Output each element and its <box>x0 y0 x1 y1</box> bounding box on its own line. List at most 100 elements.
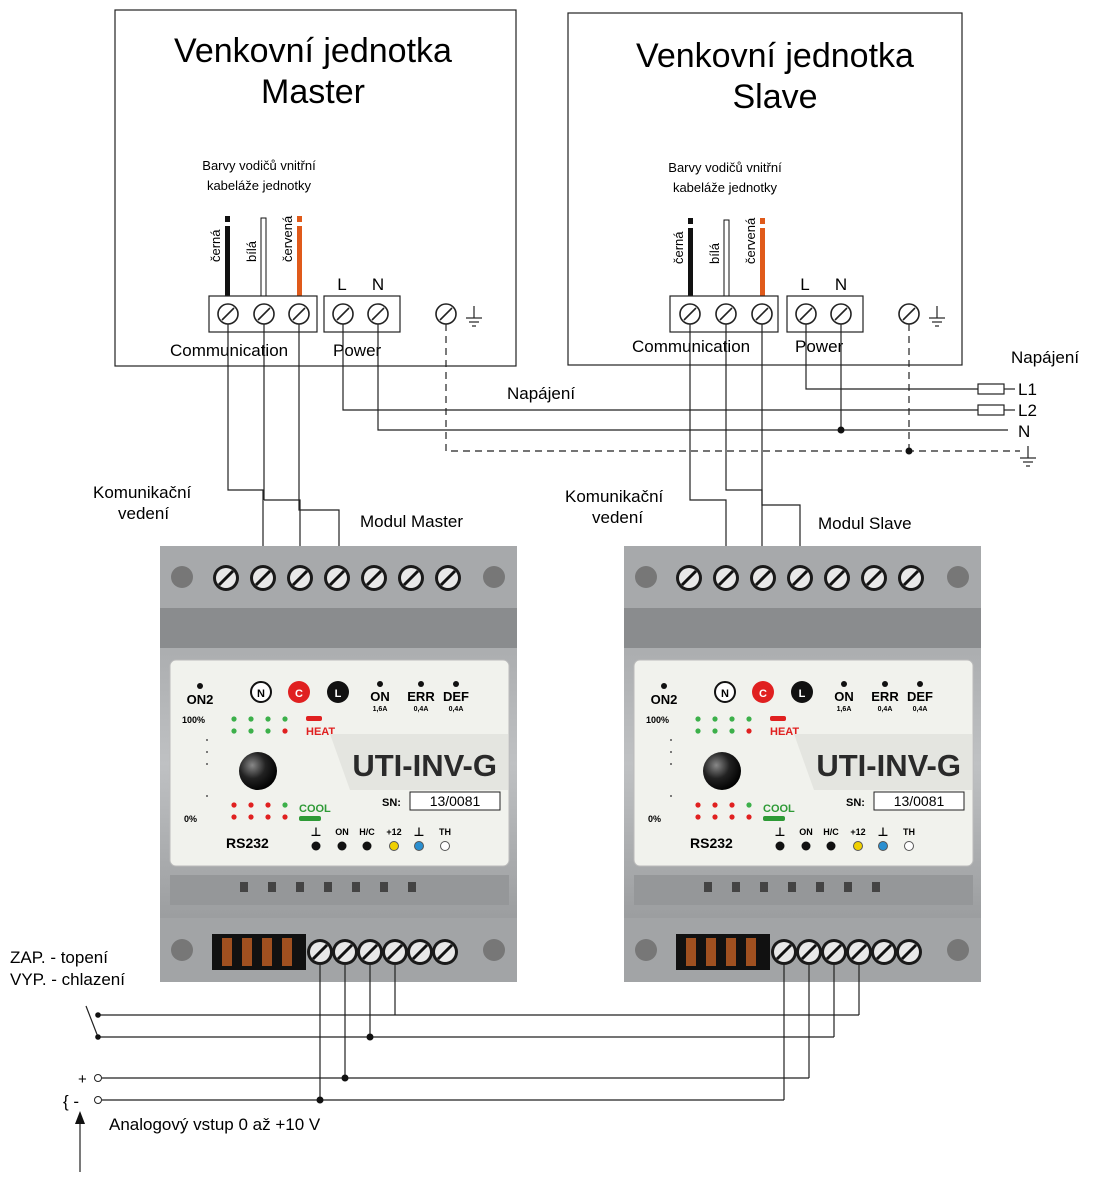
master-term-12: +12 <box>386 827 401 837</box>
master-power-label: Power <box>333 341 382 360</box>
junction-earth <box>905 447 913 455</box>
analog-minus-terminal <box>94 1096 102 1104</box>
slave-label-0: 0% <box>648 814 661 824</box>
master-term-hc: H/C <box>359 827 375 837</box>
slave-sn-label: SN: <box>846 797 865 809</box>
slave-title-1: Venkovní jednotka <box>636 37 914 75</box>
fuse-L1 <box>977 383 1005 395</box>
slave-label-n: N <box>721 688 729 700</box>
comm-label-master-1: Komunikační <box>93 483 192 502</box>
master-term-gnd1: ⊥ <box>311 825 322 839</box>
master-label-n: N <box>257 688 265 700</box>
slave-term-gnd1: ⊥ <box>775 825 786 839</box>
master-label-heat: HEAT <box>306 726 335 738</box>
master-earth-icon <box>466 306 482 327</box>
master-sn-label: SN: <box>382 797 401 809</box>
slave-label-def-sub: 0,4A <box>913 706 928 713</box>
slave-communication-label: Communication <box>632 337 750 356</box>
slave-term-on: ON <box>799 827 813 837</box>
master-wire-black-label: černá <box>208 229 223 262</box>
supply-title: Napájení <box>1011 348 1079 367</box>
master-wire-red-label: červená <box>280 215 295 262</box>
control-wires <box>85 962 860 1101</box>
analog-input-label: Analogový vstup 0 až +10 V <box>109 1115 321 1134</box>
master-label-err: ERR <box>407 689 435 704</box>
master-label-0: 0% <box>184 814 197 824</box>
slave-label-def: DEF <box>907 689 933 704</box>
slave-label-err: ERR <box>871 689 899 704</box>
slave-label-on-sub: 1,6A <box>837 706 852 713</box>
analog-plus-label: + <box>78 1071 87 1088</box>
master-terminal-N: N <box>372 275 384 294</box>
slave-wire-red <box>760 218 765 300</box>
slave-term-12: +12 <box>850 827 865 837</box>
master-label-on-sub: 1,6A <box>373 706 388 713</box>
master-label-100: 100% <box>182 715 205 725</box>
master-knob[interactable] <box>239 752 277 790</box>
slave-sn-value: 13/0081 <box>894 793 945 809</box>
slave-power-label: Power <box>795 337 844 356</box>
fuse-L2 <box>977 404 1005 416</box>
master-wire-white-label: bílá <box>244 240 259 262</box>
slave-wire-white-label: bílá <box>707 242 722 264</box>
slave-model: UTI-INV-G <box>816 748 961 783</box>
slave-label-c: C <box>759 688 767 700</box>
master-title-2: Master <box>261 73 365 111</box>
master-communication-label: Communication <box>170 341 288 360</box>
master-term-th: TH <box>439 827 451 837</box>
switch-label-1: ZAP. - topení <box>10 948 108 967</box>
master-rs232: RS232 <box>226 835 269 851</box>
comm-label-master-2: vedení <box>118 504 169 523</box>
slave-earth-icon <box>929 306 945 327</box>
comm-label-slave-1: Komunikační <box>565 487 664 506</box>
earth-wires <box>445 324 1020 452</box>
master-model: UTI-INV-G <box>352 748 497 783</box>
analog-plus-terminal <box>94 1074 102 1082</box>
master-wire-colors-2: kabeláže jednotky <box>207 178 312 193</box>
master-sn-value: 13/0081 <box>430 793 481 809</box>
slave-wire-white <box>723 219 730 301</box>
supply-mid-label: Napájení <box>507 384 575 403</box>
master-label-on: ON <box>370 689 390 704</box>
analog-input-arrow-icon <box>75 1111 85 1172</box>
master-label-cool: COOL <box>299 803 331 815</box>
slave-knob[interactable] <box>703 752 741 790</box>
slave-label-cool: COOL <box>763 803 795 815</box>
slave-rs232: RS232 <box>690 835 733 851</box>
junction-N <box>837 426 845 434</box>
slave-term-th: TH <box>903 827 915 837</box>
slave-label-err-sub: 0,4A <box>878 706 893 713</box>
supply-label-L2: L2 <box>1018 401 1037 420</box>
supply-wires <box>342 324 1015 431</box>
master-title-1: Venkovní jednotka <box>174 32 452 70</box>
module-master: ON2 N C L ON 1,6A ERR 0,4A DEF 0,4A 100%… <box>160 546 517 982</box>
communication-wires <box>227 324 801 575</box>
master-wire-colors-1: Barvy vodičů vnitřní <box>202 158 316 173</box>
master-label-on2: ON2 <box>187 692 214 707</box>
master-terminal-L: L <box>337 275 346 294</box>
slave-wire-black <box>688 218 693 300</box>
analog-minus-label: { - <box>63 1092 79 1111</box>
supply-label-L1: L1 <box>1018 380 1037 399</box>
module-master-label: Modul Master <box>360 512 463 531</box>
master-wire-red <box>297 216 302 300</box>
supply-earth-icon <box>1020 446 1036 467</box>
slave-label-on2: ON2 <box>651 692 678 707</box>
slave-wire-red-label: červená <box>743 217 758 264</box>
slave-wire-colors-2: kabeláže jednotky <box>673 180 778 195</box>
slave-wire-colors-1: Barvy vodičů vnitřní <box>668 160 782 175</box>
slave-title-2: Slave <box>732 78 817 116</box>
slave-label-l: L <box>799 688 806 700</box>
comm-label-slave-2: vedení <box>592 508 643 527</box>
master-label-def-sub: 0,4A <box>449 706 464 713</box>
switch-label-2: VYP. - chlazení <box>10 970 125 989</box>
master-term-on: ON <box>335 827 349 837</box>
slave-label-100: 100% <box>646 715 669 725</box>
master-term-gnd2: ⊥ <box>414 825 425 839</box>
slave-terminal-N: N <box>835 275 847 294</box>
master-label-l: L <box>335 688 342 700</box>
module-slave: ON2 N C L ON 1,6A ERR 0,4A DEF 0,4A 100%… <box>624 546 981 982</box>
module-slave-label: Modul Slave <box>818 514 912 533</box>
slave-term-hc: H/C <box>823 827 839 837</box>
